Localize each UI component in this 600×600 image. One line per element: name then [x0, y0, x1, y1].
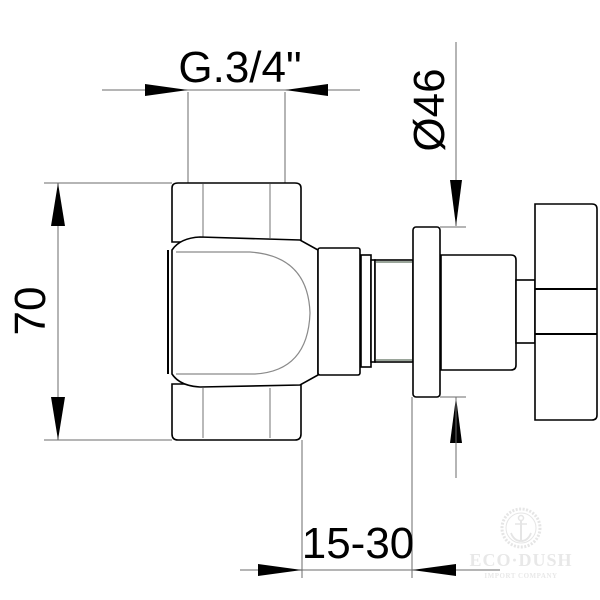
- valve-body: [167, 182, 319, 441]
- arrow-right-icon: [258, 564, 302, 576]
- watermark-tagline: IMPORT COMPANY: [484, 572, 557, 580]
- diameter-label: Ø46: [405, 68, 454, 151]
- arrow-left-icon: [285, 84, 328, 96]
- thread-dimension: G.3/4": [102, 43, 360, 183]
- handle: [534, 203, 598, 421]
- depth-range-label: 15-30: [302, 519, 415, 568]
- anchor-icon: [500, 507, 542, 549]
- watermark-brand: ECO·DUSH: [469, 550, 572, 570]
- depth-dimension: 15-30: [240, 397, 500, 578]
- flange-rosette: [412, 226, 441, 398]
- bonnet: [317, 247, 414, 376]
- height-label: 70: [6, 287, 55, 336]
- arrow-left-icon: [412, 564, 456, 576]
- arrow-up-icon: [51, 183, 65, 226]
- arrow-right-icon: [145, 84, 188, 96]
- arrow-down-icon: [51, 397, 65, 440]
- watermark: ECO·DUSH IMPORT COMPANY: [469, 507, 572, 580]
- spindle-housing: [440, 254, 517, 371]
- arrow-down-icon: [450, 180, 462, 226]
- spindle-neck: [515, 279, 536, 344]
- diameter-dimension: Ø46: [405, 42, 466, 478]
- height-dimension: 70: [6, 182, 172, 441]
- thread-size-label: G.3/4": [178, 43, 301, 92]
